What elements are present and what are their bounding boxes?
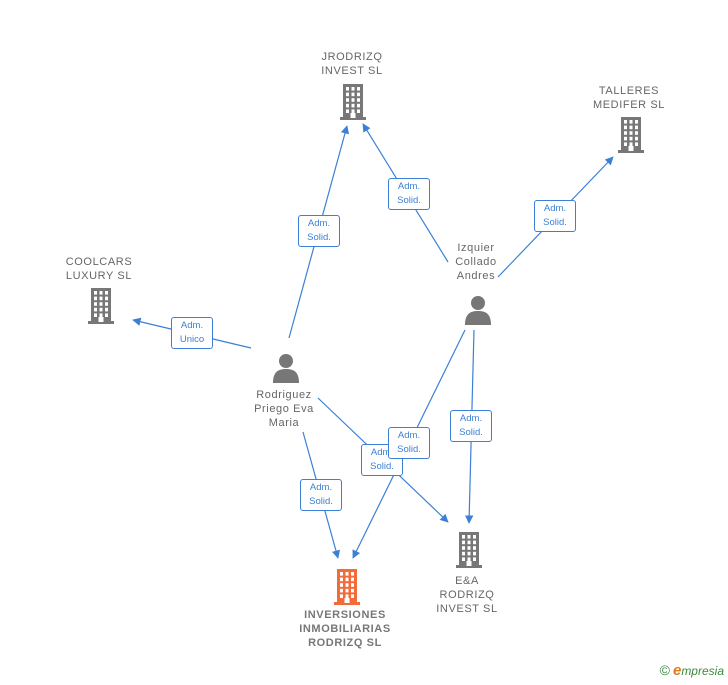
node-label-izquier: Izquier Collado Andres	[455, 242, 497, 282]
node-label-rodriguez: Rodriguez Priego Eva Maria	[254, 389, 314, 429]
node-label-jrodrizq: JRODRIZQ INVEST SL	[321, 51, 383, 77]
edge-label[interactable]: Adm. Solid.	[300, 479, 342, 511]
person-icon	[463, 295, 493, 330]
building-icon	[455, 532, 483, 573]
node-label-inversiones: INVERSIONES INMOBILIARIAS RODRIZQ SL	[299, 609, 391, 649]
building-icon	[617, 117, 645, 158]
building-icon	[339, 84, 367, 125]
brand-logo-initial: e	[672, 662, 682, 679]
node-label-ea: E&A RODRIZQ INVEST SL	[436, 575, 498, 615]
person-icon	[271, 353, 301, 388]
edge-label[interactable]: Adm. Solid.	[298, 215, 340, 247]
edge-label[interactable]: Adm. Solid.	[450, 410, 492, 442]
edge-label[interactable]: Adm. Solid.	[388, 178, 430, 210]
brand-logo-text: mpresia	[681, 664, 724, 678]
building-icon	[333, 569, 361, 610]
node-label-talleres: TALLERES MEDIFER SL	[592, 85, 665, 111]
brand-footer: ©empresia	[660, 662, 724, 679]
edge-label[interactable]: Adm. Unico	[171, 317, 213, 349]
copyright-symbol: ©	[659, 662, 670, 678]
node-label-coolcars: COOLCARS LUXURY SL	[65, 256, 133, 282]
building-icon	[87, 288, 115, 329]
edge-label[interactable]: Adm. Solid.	[534, 200, 576, 232]
edge-label[interactable]: Adm. Solid.	[388, 427, 430, 459]
